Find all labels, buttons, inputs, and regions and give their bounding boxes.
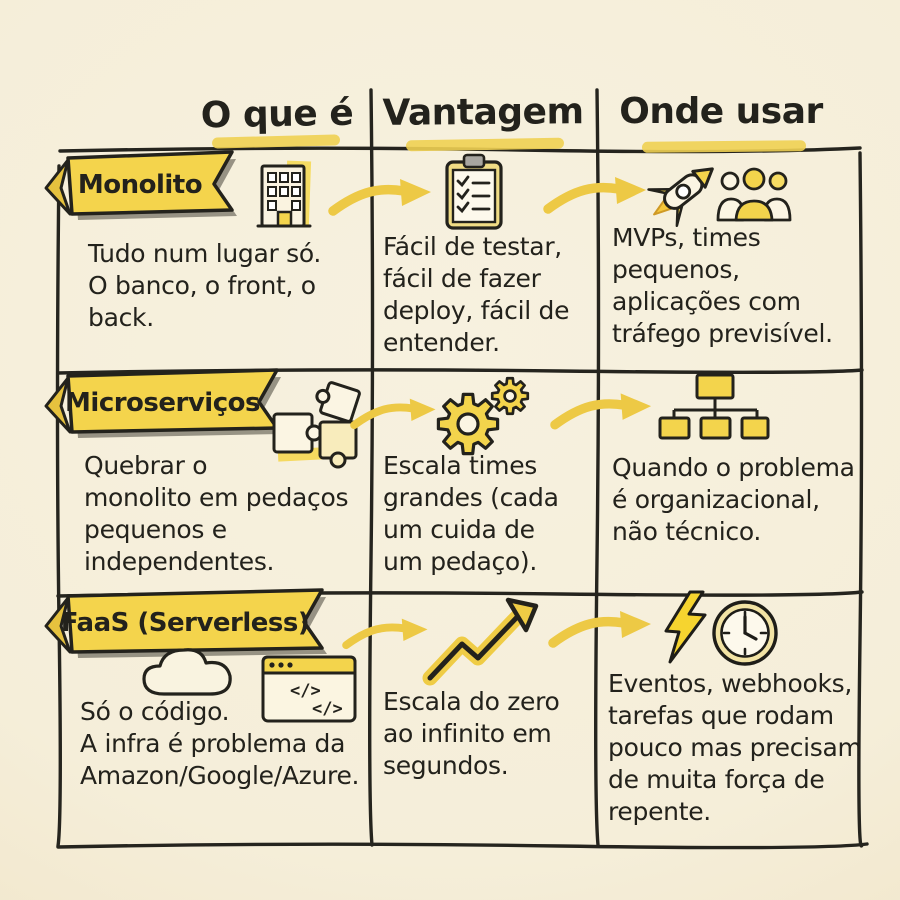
team-icon [716,167,792,222]
puzzle-pieces-icon [272,381,361,469]
header-highlight-where [641,140,807,153]
growth-arrow-icon [422,597,539,686]
banner-faas: FaaS (Serverless) [38,586,328,658]
row3-arrow-1 [342,618,428,650]
cell-faas-advantage: Escala do zero ao infinito em segundos. [383,687,560,780]
row1-arrow-2 [543,177,646,214]
column-header-advantage: Vantagem [382,91,584,134]
cell-monolito-where: MVPs, times pequenos, aplicações com trá… [612,223,833,348]
code-window-icon: </> </> [261,655,357,723]
org-chart-icon [658,373,770,440]
building-icon [256,160,312,228]
row2-arrow-1 [350,398,436,430]
banner-microservicos: Microserviços [38,366,283,438]
cell-faas-what: Só o código. A infra é problema da Amazo… [80,697,360,790]
rocket-icon [647,167,714,227]
cell-faas-where: Eventos, webhooks, tarefas que rodam pou… [608,669,862,826]
banner-monolito-label: Monolito [77,170,203,200]
column-header-where: Onde usar [619,91,823,132]
code-glyph-1: </> [290,681,321,701]
row1-arrow-1 [328,179,431,216]
cell-microservicos-advantage: Escala times grandes (cada um cuida de u… [383,451,559,576]
cell-monolito-what: Tudo num lugar só. O banco, o front, o b… [88,239,322,332]
row3-arrow-2 [548,611,651,648]
banner-monolito: Monolito [38,148,238,220]
banner-microservicos-label: Microserviços [65,388,260,418]
clock-icon [712,600,778,666]
clipboard-checklist-icon [445,153,503,230]
code-glyph-2: </> [312,699,343,719]
cloud-icon [142,648,232,696]
banner-faas-label: FaaS (Serverless) [60,608,310,638]
column-header-what: O que é [200,92,354,137]
row2-arrow-2 [550,393,652,430]
lightning-icon [664,590,707,664]
gears-icon [436,376,530,456]
cell-microservicos-what: Quebrar o monolito em pedaços pequenos e… [84,451,349,576]
cell-monolito-advantage: Fácil de testar, fácil de fazer deploy, … [383,232,570,357]
cell-microservicos-where: Quando o problema é organizacional, não … [612,453,855,546]
